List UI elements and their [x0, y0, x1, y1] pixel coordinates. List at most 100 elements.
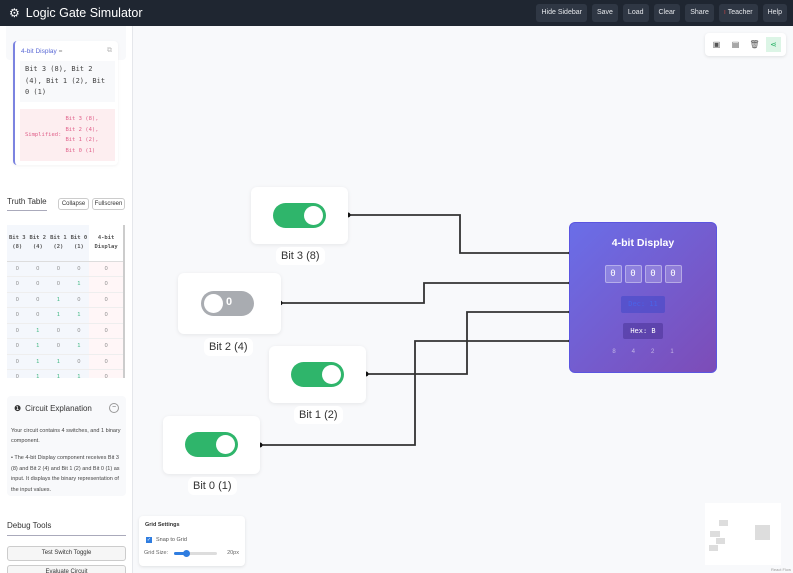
grid-settings-title: Grid Settings — [145, 522, 180, 528]
switch-node-bit1[interactable] — [269, 346, 366, 403]
explanation-summary: Your circuit contains 4 switches, and 1 … — [11, 428, 121, 444]
chip-icon: ⚙ — [9, 6, 20, 20]
toggle-switch[interactable]: 0 — [201, 291, 254, 316]
trash-icon[interactable]: 🗑 — [749, 40, 760, 49]
expression-text: Bit 3 (8), Bit 2 (4), Bit 1 (2), Bit 0 (… — [20, 61, 115, 102]
table-cell: 0 — [48, 276, 69, 293]
wire-bit2[interactable] — [280, 282, 571, 304]
table-cell: 0 — [89, 369, 123, 378]
decimal-value: Dec: 11 — [621, 296, 665, 313]
grid-size-label: Grid Size: — [144, 550, 169, 556]
switch-label: Bit 2 (4) — [204, 338, 253, 356]
truth-table[interactable]: Bit 3 (8)Bit 2 (4)Bit 1 (2)Bit 0 (1)4-bi… — [7, 225, 125, 378]
fullscreen-button[interactable]: Fullscreen — [92, 198, 125, 210]
table-cell: 0 — [89, 338, 123, 355]
evaluate-circuit-button[interactable]: Evaluate Circuit — [7, 565, 126, 573]
table-cell: 0 — [27, 276, 49, 293]
toggle-switch[interactable] — [291, 362, 344, 387]
minimap[interactable] — [705, 503, 781, 565]
equals-sign: = — [58, 48, 63, 55]
save-icon[interactable]: ▣ — [712, 40, 721, 49]
load-button[interactable]: Load — [622, 4, 649, 22]
table-cell: 1 — [48, 307, 69, 324]
expression-item: 4-bit Display = ⧉ Bit 3 (8), Bit 2 (4), … — [13, 41, 118, 165]
table-cell: 0 — [27, 307, 49, 324]
switch-node-bit0[interactable] — [163, 416, 260, 474]
switch-label: Bit 0 (1) — [188, 477, 237, 495]
document-icon[interactable]: ▤ — [731, 40, 740, 49]
snap-to-grid-checkbox[interactable]: ✓ — [146, 537, 152, 543]
table-cell: 0 — [7, 307, 28, 324]
collapse-button[interactable]: Collapse — [58, 198, 89, 210]
table-cell: 0 — [68, 323, 90, 339]
toggle-switch[interactable] — [273, 203, 326, 228]
grid-size-slider[interactable] — [174, 550, 217, 557]
switch-node-bit2[interactable]: 0 — [178, 273, 281, 334]
table-header: Bit 0 (1) — [68, 225, 90, 262]
react-flow-attribution[interactable]: React Flow — [770, 567, 791, 572]
toggle-switch[interactable] — [185, 432, 238, 457]
table-cell: 1 — [27, 323, 49, 339]
collapse-explanation-icon[interactable]: − — [109, 403, 119, 413]
table-cell: 0 — [89, 276, 123, 293]
wire-bit3[interactable] — [348, 214, 571, 254]
canvas-toolbar: ▣ ▤ 🗑 ⋖ — [705, 33, 786, 56]
share-button[interactable]: Share — [685, 4, 714, 22]
app-title: Logic Gate Simulator — [25, 6, 143, 20]
table-cell: 0 — [89, 261, 123, 277]
wire-bit0[interactable] — [260, 340, 571, 446]
digit: 0 — [644, 265, 662, 283]
top-bar: ⚙ Logic Gate Simulator Hide Sidebar Save… — [0, 0, 793, 26]
help-button[interactable]: Help — [762, 4, 787, 22]
expression-name: 4-bit Display — [21, 48, 57, 55]
table-header: 4-bit Display — [89, 225, 123, 262]
table-cell: 0 — [48, 338, 69, 355]
hide-sidebar-button[interactable]: Hide Sidebar — [536, 4, 587, 22]
weight: 1 — [670, 349, 674, 355]
simplified-box: Simplified: Bit 3 (8), Bit 2 (4), Bit 1 … — [20, 109, 115, 161]
teacher-button[interactable]: ı Teacher — [718, 4, 758, 22]
table-cell: 0 — [7, 292, 28, 308]
table-cell: 0 — [89, 323, 123, 339]
explanation-title: Circuit Explanation — [25, 404, 92, 413]
wire-bit1[interactable] — [366, 311, 571, 375]
save-button[interactable]: Save — [591, 4, 618, 22]
weight: 8 — [612, 349, 616, 355]
table-cell: 0 — [7, 354, 28, 370]
table-cell: 0 — [27, 292, 49, 308]
copy-icon[interactable]: ⧉ — [107, 47, 112, 54]
test-switch-toggle-button[interactable]: Test Switch Toggle — [7, 546, 126, 561]
switch-node-bit3[interactable] — [251, 187, 348, 244]
grid-settings-panel: Grid Settings ✓ Snap to Grid Grid Size: … — [139, 516, 245, 566]
explanation-detail: • The 4-bit Display component receives B… — [11, 455, 120, 493]
table-cell: 0 — [7, 338, 28, 355]
table-cell: 0 — [48, 323, 69, 339]
table-cell: 0 — [89, 292, 123, 308]
table-cell: 1 — [68, 338, 90, 355]
digit: 0 — [604, 265, 622, 283]
table-cell: 1 — [48, 354, 69, 370]
table-cell: 1 — [68, 307, 90, 324]
teacher-icon: ı — [723, 9, 728, 16]
app-logo: ⚙ Logic Gate Simulator — [9, 6, 143, 20]
table-header: Bit 3 (8) — [7, 225, 28, 262]
clear-button[interactable]: Clear — [653, 4, 681, 22]
share-icon[interactable]: ⋖ — [766, 37, 781, 52]
grid-size-value: 20px — [227, 550, 239, 556]
debug-tools-title: Debug Tools — [7, 521, 126, 536]
simplified-text: Bit 3 (8), Bit 2 (4), Bit 1 (2), Bit 0 (… — [65, 116, 99, 154]
switch-label: Bit 1 (2) — [294, 406, 343, 424]
table-cell: 1 — [27, 369, 49, 378]
switch-label: Bit 3 (8) — [276, 247, 325, 265]
sidebar: 4-bit Display = ⧉ Bit 3 (8), Bit 2 (4), … — [0, 26, 133, 573]
